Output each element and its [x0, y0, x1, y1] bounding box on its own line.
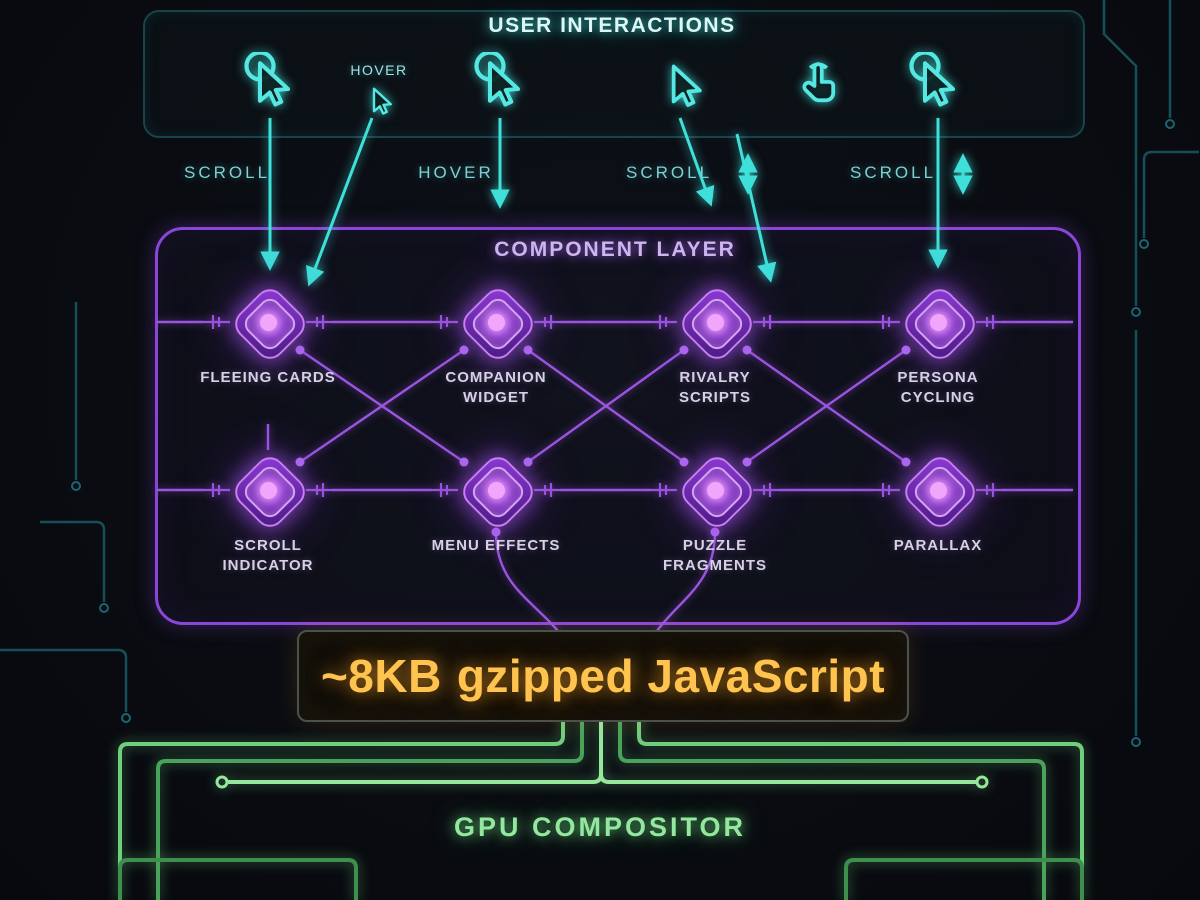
component-layer-title: COMPONENT LAYER — [494, 238, 736, 261]
hover-cursor-icon — [362, 82, 398, 123]
cursor-click-icon — [470, 50, 530, 117]
node-label-persona-cycling: PERSONA CYCLING — [897, 369, 979, 407]
component-node-menu-effects — [456, 450, 540, 534]
node-label-scroll-indicator: SCROLL INDICATOR — [222, 537, 314, 575]
component-node-fleeing-cards — [228, 282, 312, 366]
node-dot — [706, 313, 724, 331]
node-label-puzzle-fragments: PUZZLE FRAGMENTS — [663, 537, 767, 575]
cursor-click-icon — [905, 50, 965, 117]
node-label-menu-effects: MENU EFFECTS — [431, 537, 561, 554]
green-gpu-traces — [118, 714, 1084, 900]
bundle-size-callout: ~8KB gzipped JavaScript — [297, 630, 909, 722]
cursor-icon — [655, 56, 711, 117]
component-node-puzzle-fragments — [675, 450, 759, 534]
node-dot — [929, 313, 947, 331]
node-dot — [259, 313, 277, 331]
bundle-size-description: gzipped JavaScript — [456, 650, 886, 702]
event-label-scroll-3: SCROLL — [850, 163, 937, 182]
event-label-scroll-2: SCROLL — [626, 163, 713, 182]
user-interactions-title: USER INTERACTIONS — [488, 14, 736, 37]
hover-icon-label: HOVER — [350, 62, 408, 78]
component-node-parallax — [898, 450, 982, 534]
gpu-compositor-title: GPU COMPOSITOR — [453, 812, 747, 842]
component-node-rivalry-scripts — [675, 282, 759, 366]
event-label-scroll-1: SCROLL — [184, 163, 271, 182]
node-dot — [706, 481, 724, 499]
node-dot — [259, 481, 277, 499]
touch-tap-icon — [790, 58, 846, 119]
bundle-size-value: ~8KB — [320, 650, 442, 702]
node-label-parallax: PARALLAX — [893, 537, 983, 554]
node-label-fleeing-cards: FLEEING CARDS — [200, 369, 336, 386]
node-dot — [929, 481, 947, 499]
component-node-persona-cycling — [898, 282, 982, 366]
event-label-hover: HOVER — [418, 163, 494, 182]
node-dot — [487, 313, 505, 331]
node-dot — [487, 481, 505, 499]
node-label-rivalry-scripts: RIVALRY SCRIPTS — [678, 369, 751, 407]
cursor-click-icon — [240, 50, 300, 117]
component-node-companion-widget — [456, 282, 540, 366]
node-label-companion-widget: COMPANION WIDGET — [445, 369, 547, 407]
component-node-scroll-indicator — [228, 450, 312, 534]
